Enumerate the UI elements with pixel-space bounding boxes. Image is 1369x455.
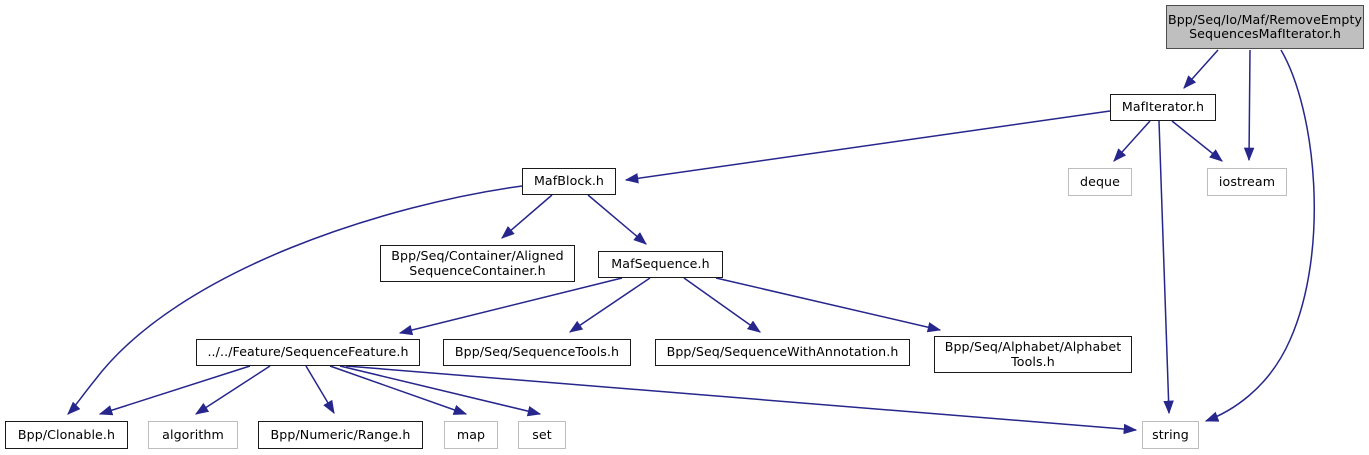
edge-mafiterator-to-string xyxy=(1158,120,1174,415)
edge-mafsequence-to-sequencewithannotation xyxy=(683,277,761,333)
graph-node-mafsequence[interactable]: MafSequence.h xyxy=(598,251,723,278)
edge-root-to-string xyxy=(1204,49,1315,422)
graph-node-sequencetools[interactable]: Bpp/Seq/SequenceTools.h xyxy=(443,339,631,366)
graph-node-range[interactable]: Bpp/Numeric/Range.h xyxy=(258,421,423,449)
edge-mafiterator-to-mafblock xyxy=(624,110,1111,184)
edge-mafsequence-to-sequencetools xyxy=(569,277,651,333)
edge-mafiterator-to-deque xyxy=(1113,120,1151,162)
edge-root-to-mafiterator xyxy=(1183,49,1219,89)
edge-root-to-iostream xyxy=(1243,49,1255,162)
graph-node-algorithm[interactable]: algorithm xyxy=(148,421,238,449)
graph-node-root[interactable]: Bpp/Seq/Io/Maf/RemoveEmpty SequencesMafI… xyxy=(1166,5,1364,49)
graph-node-deque[interactable]: deque xyxy=(1068,168,1132,196)
edge-mafsequence-to-alphabettools xyxy=(715,277,942,333)
graph-node-set[interactable]: set xyxy=(518,421,566,449)
edge-mafblock-to-mafsequence xyxy=(587,194,647,245)
graph-node-string[interactable]: string xyxy=(1142,421,1199,449)
edge-sequencefeature-to-range xyxy=(305,365,335,415)
edge-sequencefeature-to-clonable xyxy=(98,365,251,416)
graph-node-mafblock[interactable]: MafBlock.h xyxy=(522,168,616,195)
edge-sequencefeature-to-set xyxy=(339,365,542,417)
graph-node-sequencefeature[interactable]: ../../Feature/SequenceFeature.h xyxy=(196,339,420,366)
graph-node-clonable[interactable]: Bpp/Clonable.h xyxy=(5,421,128,449)
graph-node-map[interactable]: map xyxy=(444,421,498,449)
graph-node-mafiterator[interactable]: MafIterator.h xyxy=(1110,94,1216,121)
edge-mafblock-to-alignedcontainer xyxy=(501,194,553,239)
graph-node-sequencewithannotation[interactable]: Bpp/Seq/SequenceWithAnnotation.h xyxy=(655,339,910,366)
graph-node-alignedcontainer[interactable]: Bpp/Seq/Container/Aligned SequenceContai… xyxy=(380,245,575,282)
edge-mafiterator-to-iostream xyxy=(1171,120,1223,162)
edge-sequencefeature-to-map xyxy=(329,365,468,415)
graph-node-alphabettools[interactable]: Bpp/Seq/Alphabet/Alphabet Tools.h xyxy=(934,336,1132,373)
edge-mafblock-to-clonable xyxy=(67,185,523,415)
edge-sequencefeature-to-algorithm xyxy=(194,365,271,415)
edge-mafsequence-to-sequencefeature xyxy=(398,277,623,336)
graph-node-iostream[interactable]: iostream xyxy=(1207,168,1287,196)
